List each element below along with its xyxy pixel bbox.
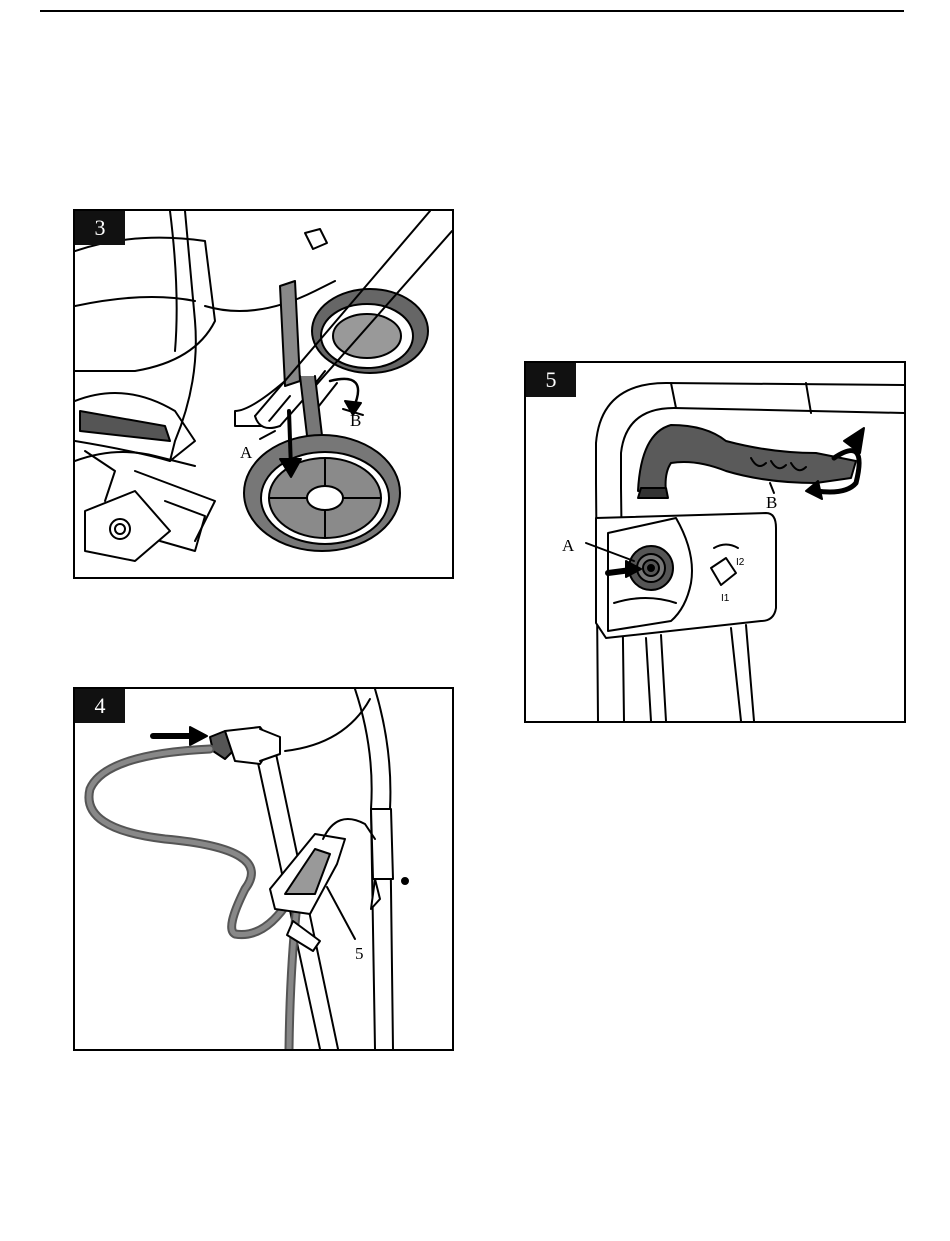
figure-5-callout-b: B (766, 493, 777, 512)
figure-5-callout-a: A (562, 536, 575, 555)
figure-4-illustration: 5 (75, 689, 452, 1049)
figure-3-callout-a: A (240, 443, 253, 462)
figure-3-illustration: B A (75, 211, 452, 577)
figure-5-switch-mark-on: I2 (736, 557, 745, 568)
figure-5: 5 (524, 361, 906, 723)
figure-3-number: 3 (75, 211, 125, 245)
figure-5-illustration: A B I2 I1 (526, 363, 904, 721)
figure-4-callout-5: 5 (355, 944, 364, 963)
figure-3-callout-b: B (350, 411, 361, 430)
figure-5-switch-mark-off: I1 (721, 593, 730, 604)
figure-3: 3 (73, 209, 454, 579)
figure-4: 4 (73, 687, 454, 1051)
top-rule (40, 10, 904, 12)
figure-5-number: 5 (526, 363, 576, 397)
figure-4-number: 4 (75, 689, 125, 723)
